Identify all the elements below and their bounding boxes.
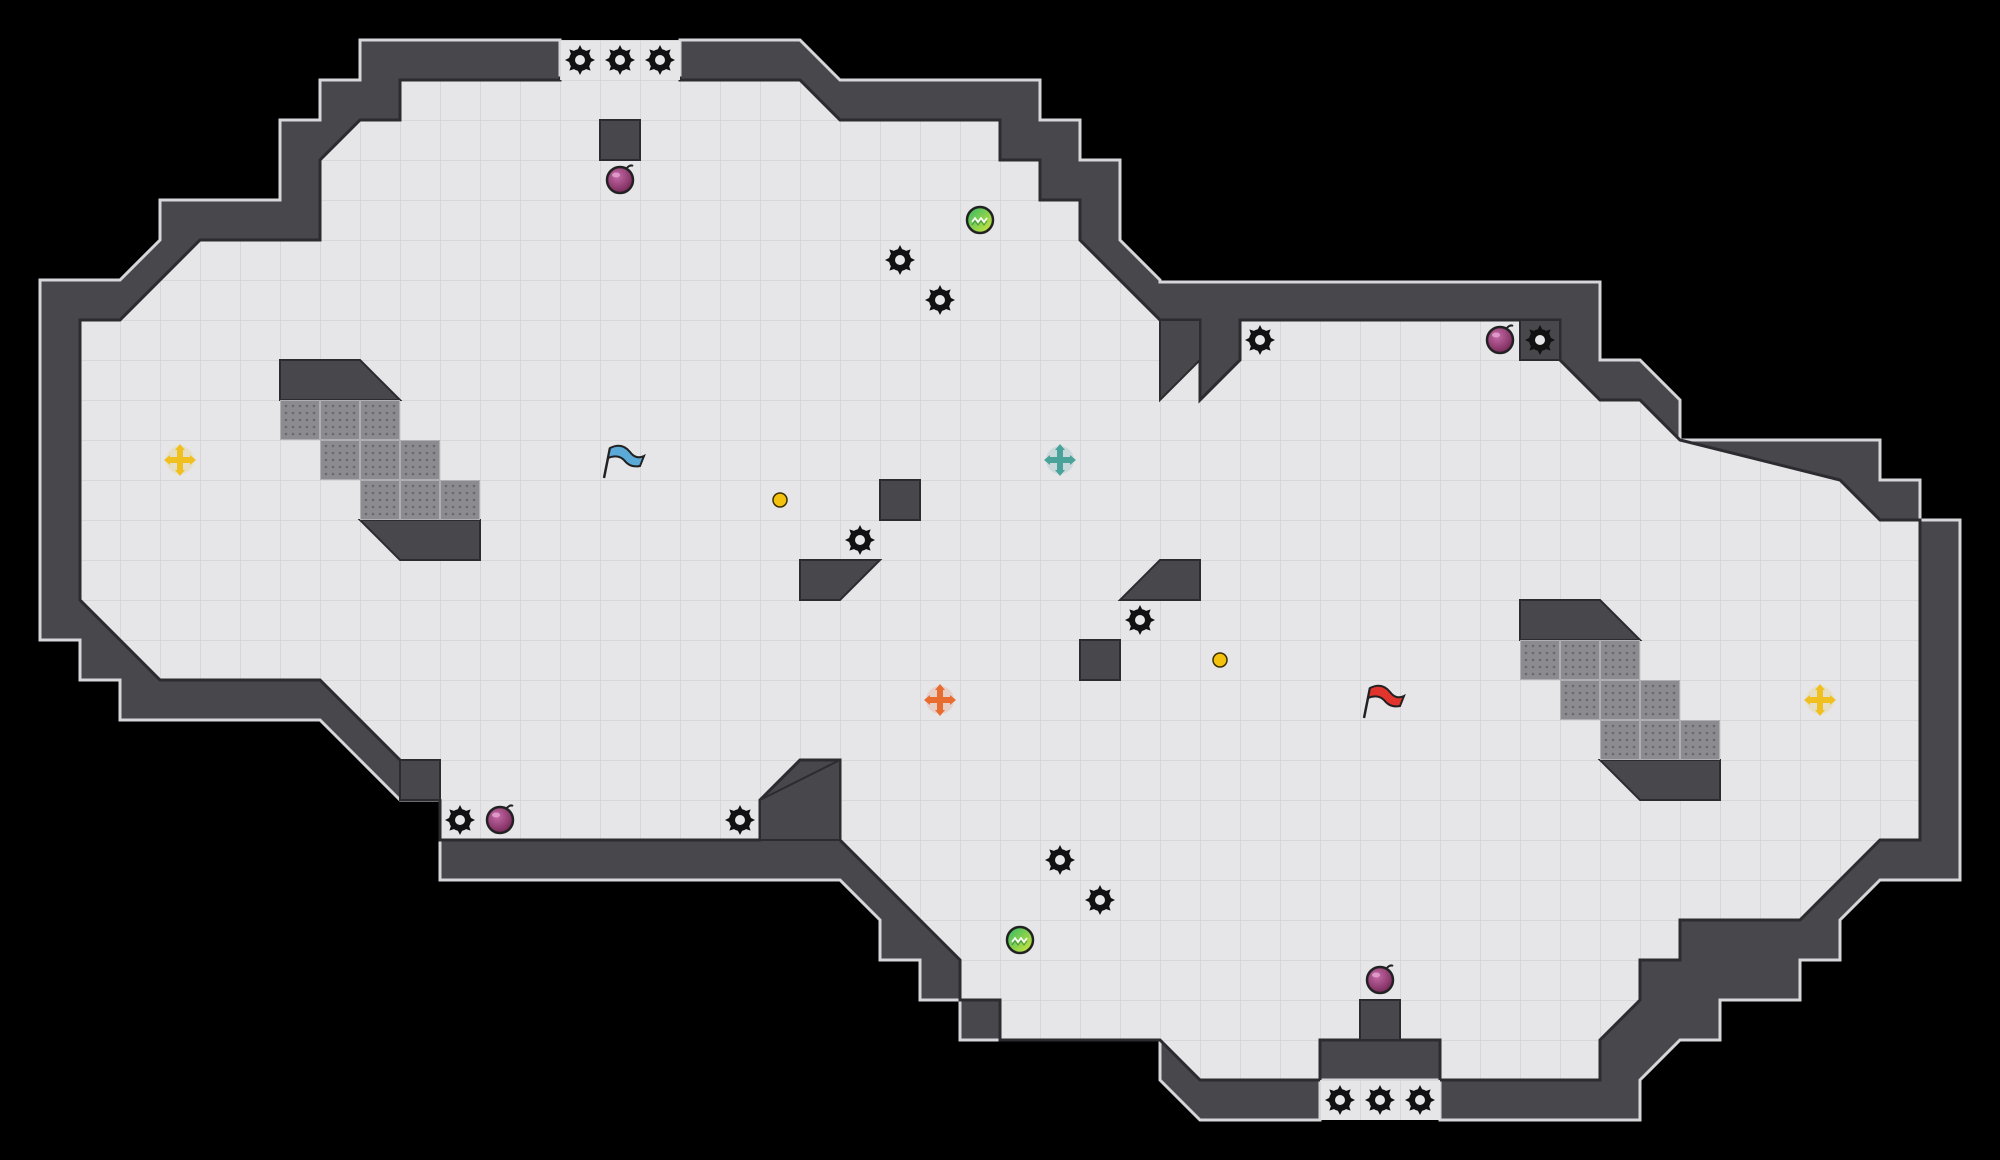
floor-layer <box>78 40 1922 1120</box>
speed-tile <box>1520 640 1560 680</box>
spike-icon <box>1085 885 1115 915</box>
speed-tile <box>1560 680 1600 720</box>
spike-icon <box>925 285 955 315</box>
spike-icon <box>565 45 595 75</box>
wall-block <box>879 479 921 521</box>
bomb-icon <box>1485 324 1515 355</box>
flag-cloth <box>606 444 646 468</box>
wall-block <box>1359 999 1401 1041</box>
speed-tile <box>1640 720 1680 760</box>
speed-tile <box>400 440 440 480</box>
spike-icon <box>645 45 675 75</box>
speed-tile <box>440 480 480 520</box>
speed-tile <box>1600 720 1640 760</box>
spike-icon <box>1325 1085 1355 1115</box>
spike-icon <box>1365 1085 1395 1115</box>
speed-tile <box>400 480 440 520</box>
spike-icon <box>725 805 755 835</box>
speed-tile <box>1600 640 1640 680</box>
wall-wedge <box>1117 559 1201 601</box>
obstacle-layer <box>279 119 1721 1041</box>
speed-tile <box>360 480 400 520</box>
speed-tile <box>1680 720 1720 760</box>
wall-block <box>1079 639 1121 681</box>
bomb-icon <box>1365 964 1395 995</box>
speed-tile <box>1600 680 1640 720</box>
speed-tile <box>320 440 360 480</box>
spike-icon <box>1405 1085 1435 1115</box>
spike-icon <box>885 245 915 275</box>
spike-icon <box>1245 325 1275 355</box>
bomb-icon <box>605 164 635 195</box>
gate-button-icon <box>772 492 788 508</box>
speed-tile <box>360 400 400 440</box>
wall-block <box>599 119 641 161</box>
speed-tile <box>1560 640 1600 680</box>
spike-icon <box>1125 605 1155 635</box>
entity-layer <box>164 45 1836 1115</box>
spike-icon <box>445 805 475 835</box>
spike-icon <box>845 525 875 555</box>
arena-floor <box>78 76 1922 1082</box>
spike-icon <box>605 45 635 75</box>
wall-block <box>399 759 441 801</box>
red-flag-icon <box>1362 684 1406 719</box>
powerup-icon <box>1005 925 1035 955</box>
spike-icon <box>1525 325 1555 355</box>
speed-tile <box>1640 680 1680 720</box>
speed-tile <box>320 400 360 440</box>
speed-tile <box>280 400 320 440</box>
gate-button-icon <box>1212 652 1228 668</box>
blue-flag-icon <box>602 444 646 479</box>
bomb-icon <box>485 804 515 835</box>
wall-wedge <box>759 758 841 841</box>
wall-wedge <box>1159 319 1201 403</box>
flag-cloth <box>1366 684 1406 708</box>
powerup-icon <box>965 205 995 235</box>
wall-wedge <box>799 559 883 601</box>
spike-icon <box>1045 845 1075 875</box>
speed-tile <box>360 440 400 480</box>
